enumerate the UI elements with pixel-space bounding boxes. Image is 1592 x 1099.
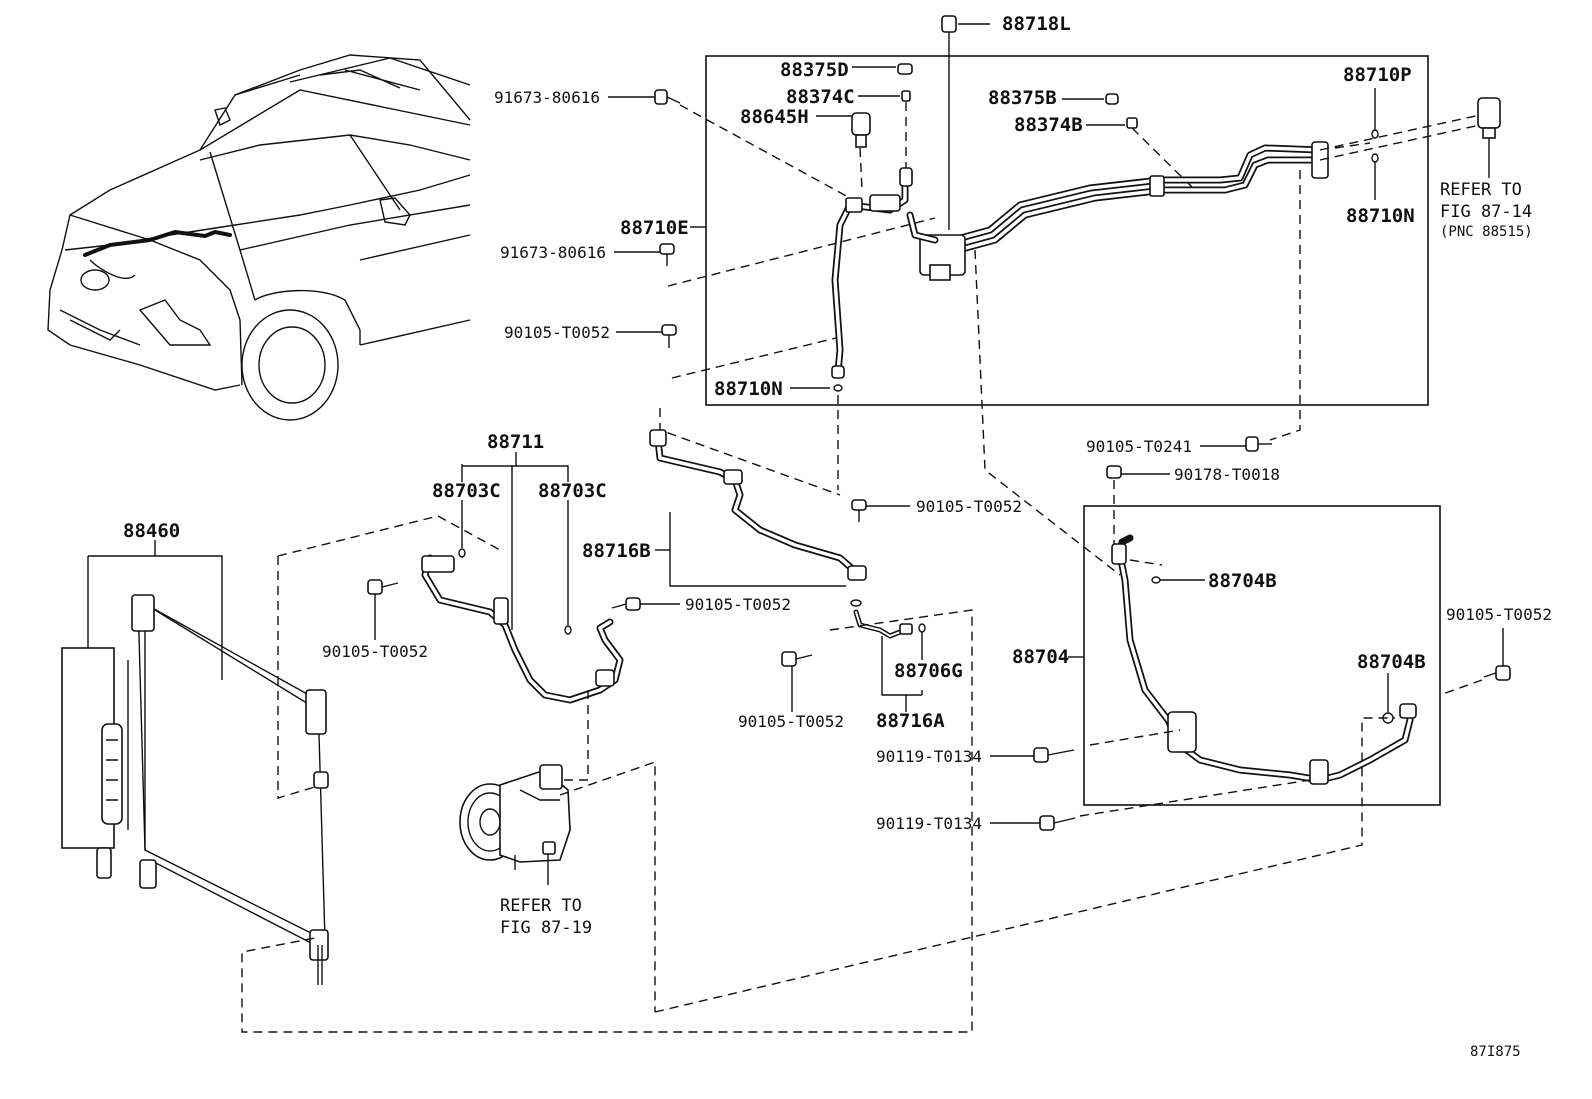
ac-pipe-icon bbox=[831, 167, 939, 379]
receiver-icon bbox=[96, 723, 123, 879]
pressure-switch-icon bbox=[851, 112, 871, 148]
bolt-icon bbox=[654, 89, 681, 105]
bolt-icon bbox=[1039, 815, 1076, 831]
label-90105-T0052-c: 90105-T0052 bbox=[916, 497, 1022, 516]
bolt-icon bbox=[851, 499, 867, 522]
label-88704B-bottom: 88704B bbox=[1357, 651, 1426, 673]
label-90105-T0052-a: 90105-T0052 bbox=[504, 323, 610, 342]
label-90105-T0052-left: 90105-T0052 bbox=[322, 642, 428, 661]
label-88710E: 88710E bbox=[620, 217, 689, 239]
hose-assembly-box bbox=[1083, 505, 1441, 806]
refer-fig-87-19-line1: REFER TO bbox=[500, 896, 582, 916]
compressor-icon bbox=[459, 764, 571, 885]
refer-fig-87-19-line2: FIG 87-19 bbox=[500, 918, 592, 938]
bolt-icon bbox=[1483, 665, 1511, 681]
o-ring-icon bbox=[564, 625, 572, 635]
o-ring-icon bbox=[850, 599, 862, 607]
ac-hose-icon bbox=[1111, 534, 1417, 785]
o-ring-icon bbox=[833, 384, 843, 392]
bolt-icon bbox=[661, 324, 677, 348]
o-ring-icon bbox=[1105, 93, 1119, 105]
refer-fig-87-14-line3: (PNC 88515) bbox=[1440, 224, 1533, 240]
label-88711: 88711 bbox=[487, 431, 544, 453]
label-88716B: 88716B bbox=[582, 540, 651, 562]
label-88704: 88704 bbox=[1012, 646, 1069, 668]
ac-hose-icon bbox=[421, 554, 624, 704]
label-88710N-left: 88710N bbox=[714, 378, 783, 400]
figure-id: 87I875 bbox=[1470, 1044, 1521, 1060]
label-90105-T0241: 90105-T0241 bbox=[1086, 437, 1192, 456]
o-ring-icon bbox=[1151, 576, 1161, 584]
label-88703C-right: 88703C bbox=[538, 480, 607, 502]
bolt-icon bbox=[781, 651, 813, 667]
ac-pipe-icon bbox=[853, 609, 913, 639]
label-90178-T0018: 90178-T0018 bbox=[1174, 465, 1280, 484]
label-88374B: 88374B bbox=[1014, 114, 1083, 136]
bolt-icon bbox=[659, 243, 675, 266]
label-90119-T0134-a: 90119-T0134 bbox=[876, 747, 982, 766]
o-ring-icon bbox=[1382, 712, 1394, 724]
o-ring-icon bbox=[897, 63, 913, 75]
condenser-icon bbox=[127, 594, 329, 985]
pipe-assembly-box bbox=[705, 55, 1429, 406]
ac-pipe-icon bbox=[649, 429, 867, 581]
label-91673-80616-mid: 91673-80616 bbox=[500, 243, 606, 262]
o-ring-icon bbox=[458, 548, 466, 558]
label-88706G: 88706G bbox=[894, 660, 963, 682]
bolt-icon bbox=[1245, 436, 1272, 452]
label-88710N-right: 88710N bbox=[1346, 205, 1415, 227]
label-90119-T0134-b: 90119-T0134 bbox=[876, 814, 982, 833]
expansion-valve-icon bbox=[1477, 97, 1501, 178]
vehicle-illustration bbox=[47, 54, 471, 421]
label-90105-T0052-e: 90105-T0052 bbox=[738, 712, 844, 731]
o-ring-icon bbox=[1126, 117, 1138, 129]
o-ring-icon bbox=[901, 90, 911, 102]
label-90105-T0052-b: 90105-T0052 bbox=[685, 595, 791, 614]
o-ring-icon bbox=[918, 623, 926, 633]
bolt-icon bbox=[1033, 747, 1075, 763]
nut-icon bbox=[1106, 465, 1122, 479]
o-ring-icon bbox=[1371, 129, 1379, 139]
bolt-icon bbox=[367, 579, 399, 595]
label-88374C: 88374C bbox=[786, 86, 855, 108]
ac-pipe-icon bbox=[919, 141, 1329, 281]
service-valve-cap-icon bbox=[941, 15, 957, 230]
label-88716A: 88716A bbox=[876, 710, 945, 732]
o-ring-icon bbox=[1371, 153, 1379, 163]
label-88375D: 88375D bbox=[780, 59, 849, 81]
label-88710P: 88710P bbox=[1343, 64, 1412, 86]
label-90105-T0052-f: 90105-T0052 bbox=[1446, 605, 1552, 624]
bolt-icon bbox=[611, 597, 641, 611]
label-88375B: 88375B bbox=[988, 87, 1057, 109]
label-91673-80616-top: 91673-80616 bbox=[494, 88, 600, 107]
label-88645H: 88645H bbox=[740, 106, 809, 128]
label-88703C-left: 88703C bbox=[432, 480, 501, 502]
label-88718L: 88718L bbox=[1002, 13, 1071, 35]
refer-fig-87-14-line2: FIG 87-14 bbox=[1440, 202, 1532, 222]
label-88704B-top: 88704B bbox=[1208, 570, 1277, 592]
refer-fig-87-14-line1: REFER TO bbox=[1440, 180, 1522, 200]
label-88460: 88460 bbox=[123, 520, 180, 542]
